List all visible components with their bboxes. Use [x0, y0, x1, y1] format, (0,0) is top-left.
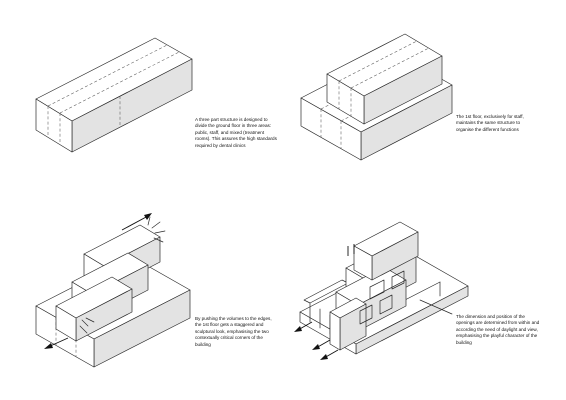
caption-ground-floor: A three part structure is designed to di…: [195, 117, 277, 148]
caption-openings: The dimension and position of the openin…: [456, 314, 540, 345]
corner-emphasis-marks: [79, 216, 166, 334]
diagram-staggered-volumes: [35, 213, 191, 368]
caption-staggered-volumes: By pushing the volumes to the edges, the…: [195, 316, 272, 347]
caption-first-floor: The 1st floor, exclusively for staff, ma…: [456, 114, 524, 132]
diagram-ground-floor-block: [35, 37, 193, 153]
diagram-first-floor-added: [300, 33, 453, 161]
diagram-openings: [294, 221, 469, 360]
